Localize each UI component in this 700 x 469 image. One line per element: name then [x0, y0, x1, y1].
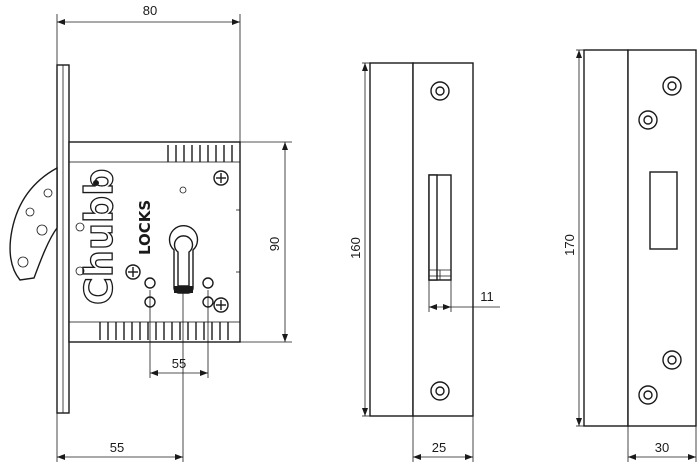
top-fins: [167, 145, 233, 162]
dim-bolt-projection-label: 11: [480, 289, 494, 304]
brand-name: Chubb: [77, 169, 121, 305]
dimension-case-height: 90: [240, 141, 292, 343]
keeper-view: 160 11 25: [348, 62, 500, 462]
lock-body-view: 80: [9, 3, 292, 462]
dim-centre-distance-label: 55: [172, 356, 186, 371]
hook-bolt: [9, 166, 58, 281]
brand-subtitle: LOCKS: [136, 200, 154, 255]
faceplate-view: 170 30: [562, 49, 697, 462]
strike-opening: [649, 171, 678, 250]
faceplate-side: [583, 49, 629, 427]
dim-backset-label: 55: [110, 440, 124, 455]
keeper-side: [369, 62, 414, 417]
dimension-keeper-height: 160: [348, 62, 370, 417]
dim-case-width-label: 80: [143, 3, 157, 18]
dim-faceplate-height-label: 170: [562, 234, 577, 256]
screw-icon: [213, 170, 229, 186]
screw-icon: [125, 264, 141, 280]
dimension-faceplate-width: 30: [627, 426, 697, 462]
dim-faceplate-width-label: 30: [655, 440, 669, 455]
dim-keeper-width-label: 25: [432, 440, 446, 455]
dimension-backset: 55: [56, 293, 184, 462]
bottom-fins: [99, 322, 229, 340]
dimension-bolt-projection: 11: [428, 280, 500, 312]
dim-keeper-height-label: 160: [348, 237, 363, 259]
dimension-case-width: 80: [56, 3, 241, 145]
cylinder-profile: [168, 225, 199, 294]
keeper-bolt: [428, 174, 452, 281]
dimension-faceplate-height: 170: [562, 49, 584, 427]
screw-icon: [213, 297, 229, 313]
lock-case: [68, 141, 241, 343]
dimension-keeper-width: 25: [412, 416, 474, 462]
dim-case-height-label: 90: [267, 237, 282, 251]
